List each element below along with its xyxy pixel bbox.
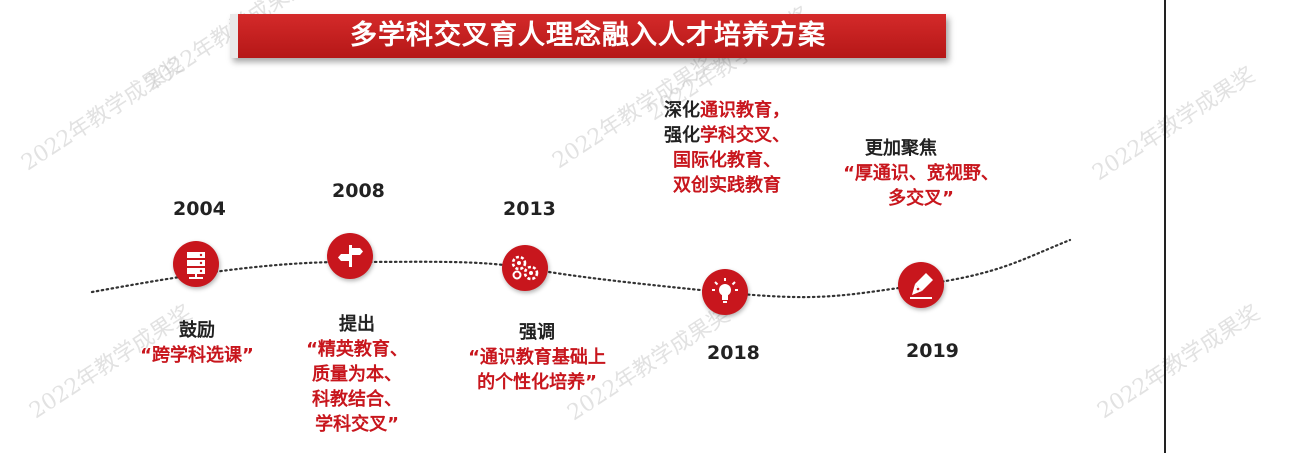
milestone-heading: 更加聚焦 [865,138,937,159]
milestone-line: “通识教育基础上 [468,347,606,368]
milestone-year: 2018 [707,342,760,364]
milestone-line: 国际化教育、 [673,150,781,171]
milestone-year: 2008 [332,180,385,202]
milestone-2008-text: 提出 “精英教育、 质量为本、 科教结合、 学科交叉” [288,312,426,437]
milestone-2019-text: 更加聚焦 “厚通识、宽视野、 多交叉” [838,136,1004,211]
milestone-line: 双创实践教育 [673,175,781,196]
milestone-segment: 通识教育， [700,100,790,121]
gears-icon [511,255,539,281]
milestone-2013-text: 强调 “通识教育基础上 的个性化培养” [452,320,622,395]
milestone-line: 学科交叉” [315,414,399,435]
milestone-heading: 提出 [339,314,375,335]
milestone-line: 深化通识教育， [644,98,810,123]
milestone-year: 2013 [503,198,556,220]
signpost-icon [338,245,363,267]
milestone-heading: 强调 [519,322,555,343]
milestone-2018-text: 深化通识教育， 强化学科交叉、 国际化教育、 双创实践教育 [644,98,810,198]
milestone-line: “厚通识、宽视野、 [843,163,999,184]
milestone-2019-marker [898,262,944,308]
milestone-line: “跨学科选课” [140,345,254,366]
milestone-segment: 强化 [664,125,700,146]
milestone-segment: 学科交叉、 [700,125,790,146]
milestone-2004-marker [173,241,219,287]
milestone-line: 强化学科交叉、 [644,123,810,148]
milestone-line: 科教结合、 [312,389,402,410]
milestone-line: 质量为本、 [312,364,402,385]
milestone-year: 2004 [173,198,226,220]
milestone-year: 2019 [906,340,959,362]
milestone-line: “精英教育、 [306,339,408,360]
milestone-heading: 鼓励 [179,320,215,341]
milestone-2018-marker [702,269,748,315]
milestone-2004-text: 鼓励 “跨学科选课” [124,318,270,368]
milestone-line: 的个性化培养” [477,372,597,393]
lightbulb-icon [712,278,738,303]
page-title: 多学科交叉育人理念融入人才培养方案 [230,14,946,58]
milestone-line: 多交叉” [888,188,954,209]
server-stack-icon [187,252,205,279]
milestone-2013-marker [502,245,548,291]
frame-border [1164,0,1166,453]
milestone-2008-marker [327,233,373,279]
milestone-segment: 深化 [664,100,700,121]
pen-nib-icon [910,273,933,299]
